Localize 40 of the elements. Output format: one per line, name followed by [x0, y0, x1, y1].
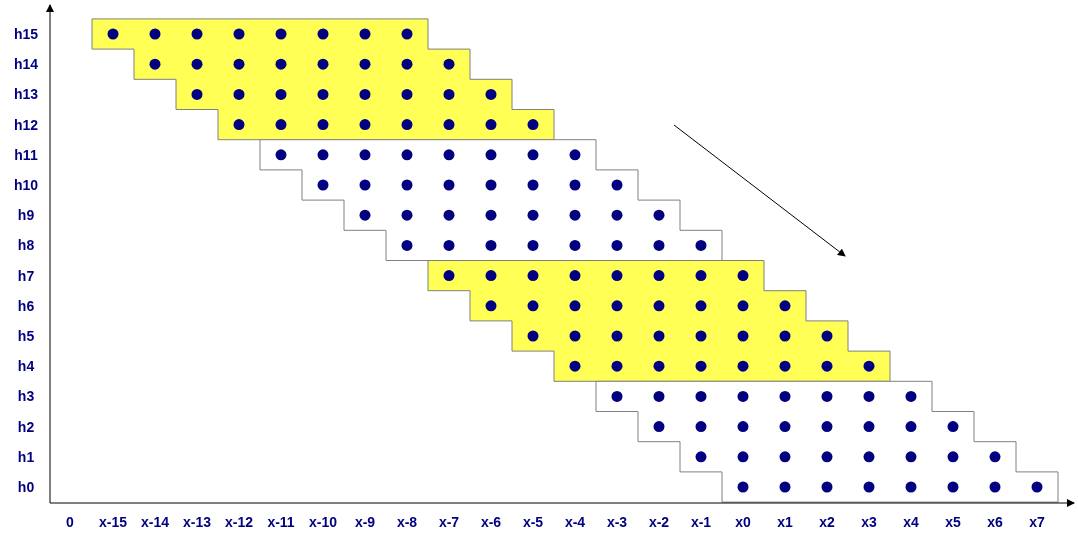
- column-label: x2: [819, 515, 835, 529]
- column-label: x-13: [183, 515, 211, 529]
- column-label: x-9: [354, 515, 376, 529]
- row-label: h11: [14, 147, 38, 162]
- row-label: h15: [13, 27, 39, 41]
- row-label: h1: [17, 449, 35, 464]
- row-label: h5: [17, 329, 35, 343]
- column-label: x-2: [648, 515, 670, 529]
- column-label: 0: [66, 515, 74, 529]
- row-label: h3: [17, 389, 35, 404]
- column-label: x-5: [522, 515, 544, 529]
- row-label: h0: [17, 480, 35, 494]
- column-label: x7: [1029, 515, 1045, 529]
- column-label: x-6: [480, 515, 502, 529]
- row-label: h2: [17, 419, 35, 434]
- column-label: x-15: [99, 515, 127, 529]
- column-label: x-14: [141, 515, 169, 529]
- row-label: h4: [17, 359, 35, 374]
- row-label: h8: [17, 238, 35, 253]
- row-label: h9: [17, 208, 35, 223]
- column-label: x-11: [267, 515, 295, 529]
- row-label: h14: [13, 57, 39, 72]
- row-label: h7: [17, 268, 35, 283]
- column-label: x-3: [606, 515, 628, 529]
- column-label: x-7: [438, 515, 460, 529]
- column-label: x-8: [396, 515, 418, 529]
- row-label: h10: [13, 178, 39, 192]
- column-label: x4: [903, 515, 919, 529]
- column-label: x-1: [690, 515, 712, 529]
- column-label: x-10: [309, 515, 337, 529]
- row-label: h13: [13, 87, 39, 102]
- column-label: x6: [987, 515, 1003, 529]
- column-label: x0: [735, 515, 751, 529]
- row-label: h6: [17, 298, 35, 313]
- column-label: x-4: [564, 515, 586, 529]
- row-label: h12: [13, 117, 39, 132]
- column-label: x1: [777, 515, 793, 529]
- column-label: x5: [945, 515, 961, 529]
- column-label: x-12: [225, 515, 253, 529]
- column-label: x3: [861, 515, 877, 529]
